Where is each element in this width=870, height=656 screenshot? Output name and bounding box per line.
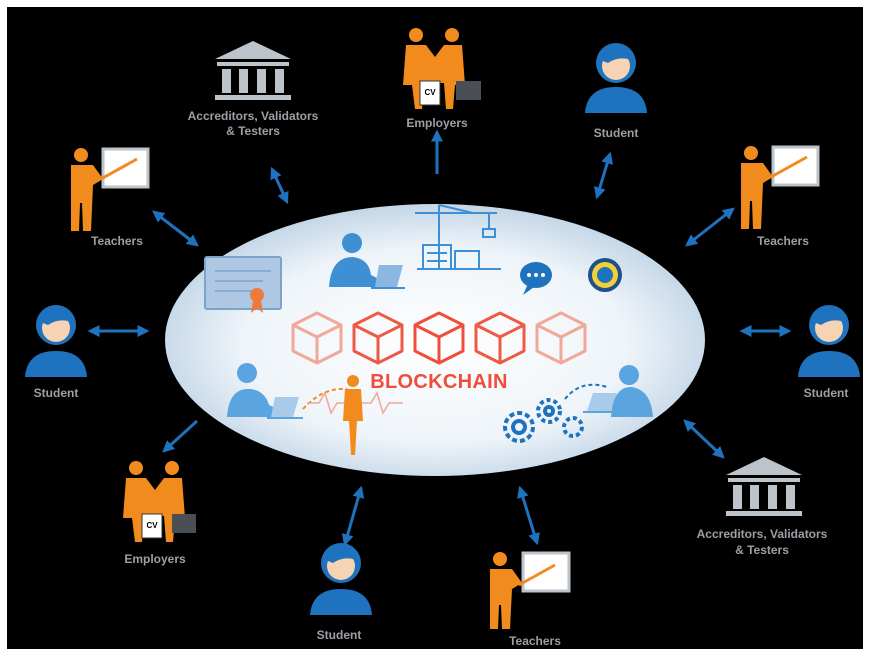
chat-bubble-icon [520,262,552,295]
student-icon [585,43,647,113]
student-icon [310,543,372,615]
connector-arrows [87,129,792,547]
arrow-teachers-top-right [685,207,735,247]
node-label: Student [804,386,849,400]
handshake-cv-icon: CV [403,28,481,109]
node-teachers-top-right: Teachers [741,145,820,248]
block-cube-icon [352,311,404,365]
node-student-left: Student [25,305,87,400]
node-student-bottom: Student [310,543,372,642]
cv-label: CV [146,521,158,530]
node-label: Student [34,386,79,400]
university-seal-icon [588,258,622,292]
teacher-icon [490,551,571,629]
block-chain-cubes [291,311,587,365]
diagram-canvas: BLOCKCHAIN [7,7,863,649]
arrow-teachers-bottom [517,485,540,546]
institution-icon [215,41,291,100]
node-label: Teachers [757,234,809,248]
arrow-student-bottom [341,485,365,547]
block-cube-icon [291,311,343,365]
arrow-accreditors-top [270,166,289,205]
certificate-icon [204,256,282,313]
block-cube-icon [474,311,526,365]
node-teachers-bottom: Teachers [490,551,571,648]
institution-icon [726,457,802,516]
cv-label: CV [424,88,436,97]
handshake-cv-icon: CV [123,461,196,542]
node-label-line2: & Testers [226,124,280,138]
blockchain-label: BLOCKCHAIN [370,371,507,393]
teacher-icon [741,145,820,229]
node-label-line1: Accreditors, Validators [188,109,319,123]
arrow-teachers-top-left [152,210,199,247]
node-label: Employers [406,116,468,130]
node-employers-top: CV Employers [403,28,481,130]
industry-crane-icon [415,204,501,270]
node-employers-bottom-left: CV Employers [123,461,196,566]
node-student-top-right: Student [585,43,647,140]
arrow-accreditors-bottom-right [683,419,725,459]
blockchain-hub [165,204,705,476]
block-cube-icon [413,311,465,365]
block-cube-icon [535,311,587,365]
node-label: Teachers [91,234,143,248]
node-label: Student [594,126,639,140]
blockchain-diagram: BLOCKCHAIN [25,28,860,648]
gears-icon [503,398,584,443]
teacher-icon [71,147,150,231]
student-icon [798,305,860,377]
node-label: Employers [124,552,186,566]
node-teachers-top-left: Teachers [71,147,150,248]
arrow-student-top-right [594,151,613,200]
node-label: Teachers [509,634,561,648]
node-label-line2: & Testers [735,543,789,557]
learner-laptop-icon [564,365,653,417]
student-icon [25,305,87,377]
node-label-line1: Accreditors, Validators [697,527,828,541]
learner-laptop-icon [329,233,405,289]
node-accreditors-top: Accreditors, Validators & Testers [188,41,319,138]
node-student-right: Student [798,305,860,400]
node-accreditors-bottom-right: Accreditors, Validators & Testers [697,457,828,557]
health-body-icon [307,375,403,455]
node-label: Student [317,628,362,642]
hub-illustrations: BLOCKCHAIN [204,204,653,455]
learner-laptop-icon [227,363,348,419]
arrow-employers-bottom-left [162,419,199,453]
